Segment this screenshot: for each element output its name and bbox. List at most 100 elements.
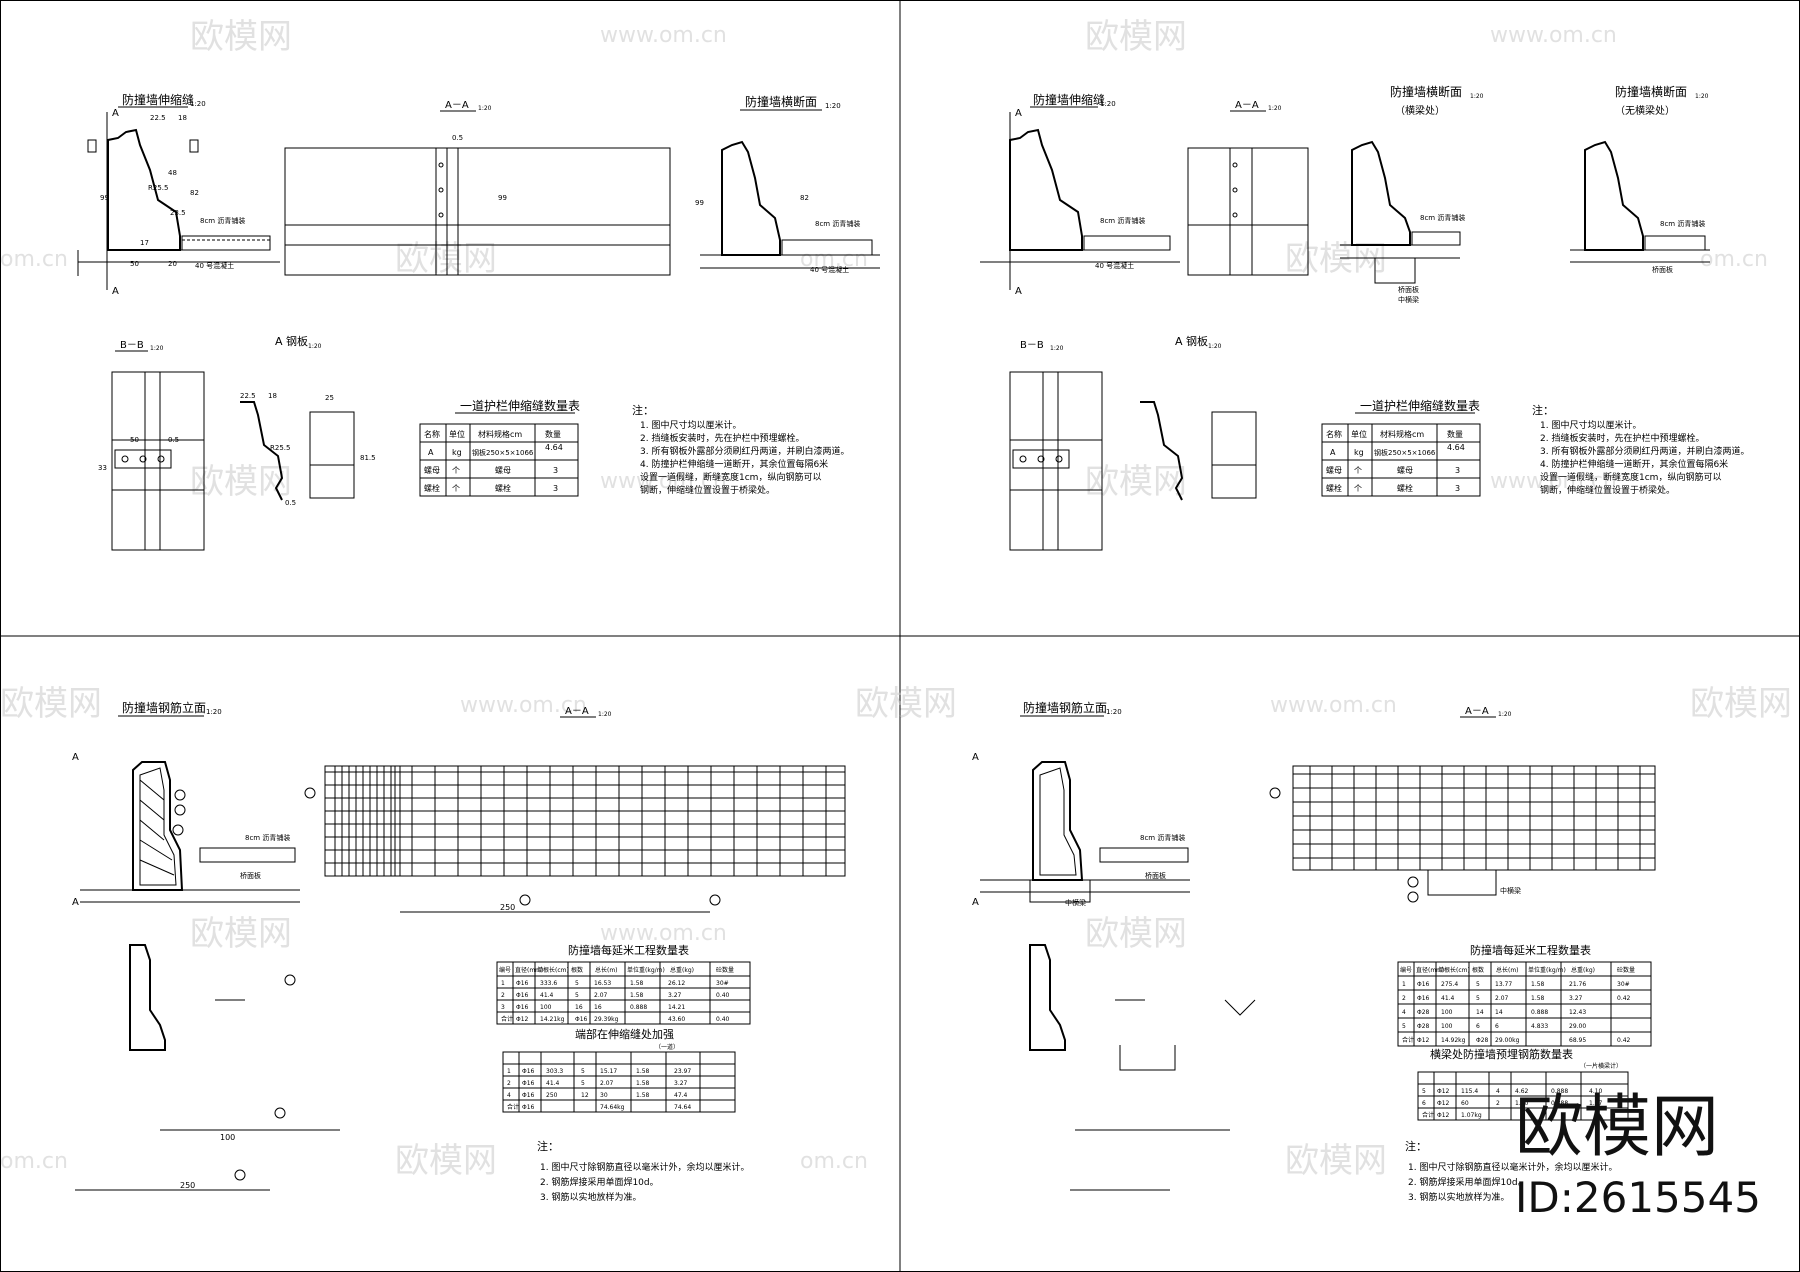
table-cell: A [428, 448, 434, 457]
table-cell: Φ28 [1476, 1037, 1489, 1044]
table-cell: 0.42 [1617, 995, 1631, 1002]
table-cell: 1.58 [636, 1092, 650, 1099]
watermark-brand: 欧模网 [1285, 1141, 1387, 1181]
table-cell: 14.92kg [1441, 1037, 1466, 1044]
watermark-url: www.om.cn [1490, 469, 1617, 494]
watermark-url: om.cn [800, 1149, 868, 1174]
table-header: 根数 [1472, 966, 1484, 974]
table-cell: Φ28 [1417, 1009, 1430, 1016]
table-cell: 6 [1422, 1100, 1426, 1107]
view-scale: 1:20 [598, 711, 612, 718]
table-cell: Φ16 [516, 1004, 529, 1011]
view-title: 防撞墙伸缩缝 [122, 92, 194, 107]
table-cell: Φ16 [1417, 981, 1430, 988]
table-cell: 5 [575, 992, 579, 999]
q2-aa-view: A－A 1:20 [1187, 100, 1309, 276]
table-cell: Φ16 [1417, 995, 1430, 1002]
table-cell: 41.4 [1441, 995, 1455, 1002]
dim-label: 22.5 [150, 114, 166, 122]
table-cell: 29.00 [1569, 1023, 1586, 1030]
table-cell: Φ16 [516, 992, 529, 999]
table-cell: 1.58 [630, 992, 644, 999]
corner-id: ID:2615545 [1515, 1173, 1761, 1222]
table-cell: 0.42 [1617, 1037, 1631, 1044]
table-cell: 4 [507, 1092, 511, 1099]
corner-watermark: 欧模网 ID:2615545 [1515, 1088, 1761, 1222]
view-title: 防撞墙横断面 [745, 94, 817, 109]
table-title: 防撞墙每延米工程数量表 [1470, 943, 1591, 957]
table-cell: 2.07 [1495, 995, 1509, 1002]
asphalt-label: 8cm 沥青铺装 [1100, 216, 1145, 225]
view-scale: 1:20 [1470, 93, 1484, 100]
table-cell: 1.58 [636, 1080, 650, 1087]
q2-bb-view: B－B 1:20 [1009, 340, 1103, 551]
q1-bb-view: B－B 1:20 50 0.5 33 [98, 340, 205, 551]
table-subtitle: （一道） [655, 1043, 679, 1051]
table-cell: 螺母 [495, 465, 511, 475]
table-cell: 250 [546, 1092, 558, 1099]
view-title: 防撞墙伸缩缝 [1033, 92, 1105, 107]
table-cell: 4.64 [1447, 443, 1465, 452]
note-line: 1. 图中尺寸除钢筋直径以毫米计外，余均以厘米计。 [1408, 1161, 1617, 1173]
note-line: 3. 钢筋以实地放样为准。 [1408, 1191, 1509, 1203]
table-header: 材料规格cm [1380, 429, 1424, 439]
watermark-brand: 欧模网 [1085, 17, 1187, 57]
table-cell: Φ16 [516, 980, 529, 987]
q1-notes: 注： 1. 图中尺寸均以厘米计。 2. 挡缝板安装时，先在护栏中预埋螺栓。 3.… [632, 403, 849, 496]
note-line: 4. 防撞护栏伸缩缝一道断开，其余位置每隔6米 [640, 458, 828, 470]
view-scale: 1:20 [150, 345, 164, 352]
table-cell: 15.17 [600, 1068, 617, 1075]
dim-label: 17 [140, 239, 149, 247]
table-cell: 16 [594, 1004, 602, 1011]
watermark-url: www.om.cn [600, 23, 727, 48]
table-cell: 2.07 [594, 992, 608, 999]
table-header: 直径(mm) [515, 966, 543, 974]
table-header: 总长(m) [595, 966, 618, 974]
table-cell: 螺栓 [1397, 483, 1413, 493]
view-scale: 1:20 [1268, 105, 1282, 112]
table-cell: 23.97 [674, 1068, 691, 1075]
table-cell: 0.40 [716, 1016, 730, 1023]
table-cell: 5 [575, 980, 579, 987]
q3-quantity-table: 防撞墙每延米工程数量表 编号 直径(mm) 单根长(cm) 根数 总长(m) 单… [496, 943, 751, 1113]
watermark-brand: 欧模网 [0, 684, 102, 724]
table-title: 端部在伸缩缝处加强 [575, 1027, 674, 1041]
table-cell: 2 [501, 992, 505, 999]
table-cell: 13.77 [1495, 981, 1512, 988]
table-header: 编号 [499, 966, 511, 974]
table-title: 防撞墙每延米工程数量表 [568, 943, 689, 957]
table-cell: 26.12 [668, 980, 685, 987]
table-header: 根数 [571, 966, 583, 974]
slab-label: 桥面板 [1145, 871, 1166, 880]
table-cell: 60 [1461, 1100, 1469, 1107]
watermark-brand: 欧模网 [1690, 684, 1792, 724]
table-cell: 100 [1441, 1009, 1453, 1016]
table-cell: 5 [1476, 981, 1480, 988]
watermark-brand: 欧模网 [1085, 914, 1187, 954]
dim-label: 82 [190, 189, 199, 197]
watermark-url: om.cn [1700, 247, 1768, 272]
table-cell: 合计 [1402, 1036, 1414, 1044]
table-cell: 41.4 [546, 1080, 560, 1087]
table-title: 一道护栏伸缩缝数量表 [1360, 398, 1480, 413]
rebar-grid [1293, 766, 1655, 870]
table-cell: Φ16 [522, 1068, 535, 1075]
table-cell: 钢板250×5×1066 [472, 448, 534, 457]
view-title: B－B [1020, 340, 1044, 351]
view-scale: 1:20 [1208, 343, 1222, 350]
table-cell: kg [1354, 448, 1364, 457]
table-header: 直径(mm) [1416, 966, 1444, 974]
svg-text:A: A [112, 286, 119, 297]
table-cell: 个 [1354, 484, 1362, 493]
table-cell: 1.07kg [1461, 1112, 1482, 1119]
view-title: A－A [1465, 706, 1489, 717]
view-scale: 1:20 [1100, 100, 1116, 108]
table-cell: 5 [1422, 1088, 1426, 1095]
q1-quantity-table: 一道护栏伸缩缝数量表 名称 单位 材料规格cm 数量 A kg 钢板250×5×… [419, 398, 580, 497]
table-cell: 0.888 [1551, 1088, 1568, 1095]
table-cell: 3 [553, 484, 558, 493]
svg-text:A: A [1015, 286, 1022, 297]
